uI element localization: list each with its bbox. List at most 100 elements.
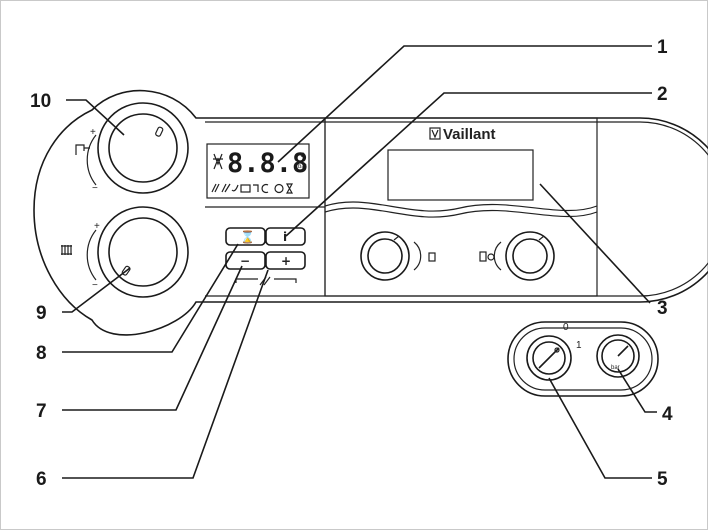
minus-button[interactable] [225,251,266,270]
switch-label-0: 0 [563,322,569,333]
callout-1: 1 [657,37,668,58]
lcd-radiator-icon [240,184,251,193]
brand-name: Vaillant [443,126,496,143]
lcd-hourglass-icon [285,183,294,194]
cover-dial-2-marker [538,235,545,241]
lcd-status-icons [211,183,294,194]
lcd-service-icon [231,184,239,192]
heating-scale-arc [86,229,97,281]
leader-7 [62,265,243,411]
cover-dial-1-marker [393,235,400,241]
callout-labels: 1 2 3 4 5 6 7 8 9 10 [30,37,673,490]
callout-9: 9 [36,303,47,324]
cover-dial-1-icon [428,252,436,262]
main-switch-knob [532,341,566,375]
cover-dial-2-icon-dot [487,253,495,261]
heating-dial-outer [97,206,189,298]
main-panel [33,89,708,336]
lower-unit-outline [507,321,659,397]
info-button[interactable] [265,227,306,246]
plus-button[interactable] [265,251,306,270]
lcd-tap-icon [253,184,259,192]
leader-8 [62,243,239,353]
cover-dial-1-arc [413,241,422,271]
heating-minus-label: − [92,280,98,291]
dhw-dial-outer [97,102,189,194]
callout-3: 3 [657,298,668,319]
dhw-dial-marker [155,126,164,137]
radiator-icon [61,245,72,255]
leader-5 [548,377,652,479]
callout-5: 5 [657,469,668,490]
dhw-minus-label: − [92,183,98,194]
lcd-timer-icon [274,183,284,194]
leader-lines [62,45,657,479]
leader-3 [539,183,651,304]
lcd-display: 8.8.8 °C bar [206,143,310,199]
cover-dial-2-arc [493,241,502,271]
mode-button[interactable] [225,227,266,246]
lcd-frame [206,143,310,199]
mode-button-label: ⌛ [240,230,255,244]
callout-6: 6 [36,469,47,490]
brand-mark-v [431,129,439,139]
plus-button-label: + [281,254,291,268]
callout-10: 10 [30,91,51,112]
lower-unit-inner [513,327,653,391]
cover-water-dial [479,231,555,281]
cover-wave-2 [324,201,598,212]
lcd-fault-icon [221,183,231,193]
hot-water-icon-group: + − [75,127,98,194]
dhw-scale-arc [86,134,97,186]
radiator-icon-group: + − [61,221,100,291]
dhw-plus-label: + [90,127,96,138]
callout-8: 8 [36,343,47,364]
minus-button-label: − [240,254,250,268]
info-button-label: i [283,230,287,244]
leader-4 [617,368,657,413]
cover-dial-2-icon [479,251,487,262]
gauge-outer [596,334,640,378]
dhw-dial-knob [108,113,178,183]
lcd-digits: 8.8.8 [227,148,308,179]
gauge-face [601,339,635,373]
lcd-unit-celsius: °C [298,153,305,159]
lcd-unit-bar: bar [298,164,307,170]
leader-2 [285,92,652,237]
brand-logo: Vaillant [429,126,496,143]
pressure-gauge: bar [596,334,640,378]
callout-7: 7 [36,401,47,422]
main-switch-outer [526,335,572,381]
leader-1 [277,45,652,163]
main-switch-marker [554,347,560,353]
heating-dial-marker [121,265,131,276]
cover-dial-1-outer [360,231,410,281]
lower-unit [507,321,659,397]
callout-2: 2 [657,84,668,105]
cover-dial-2-outer [505,231,555,281]
button-cluster: ⌛ i − + [225,227,306,286]
leader-9 [62,267,131,313]
panel-inner-rim [205,121,708,297]
dhw-temperature-dial[interactable] [97,102,189,194]
cover-dial-1-knob [367,238,403,274]
cover-wave [324,207,598,218]
heating-temperature-dial[interactable] [97,206,189,298]
leader-10 [66,99,125,136]
heating-dial-knob [108,217,178,287]
cover-heating-dial [360,231,436,281]
brand-mark [429,127,441,140]
gauge-unit: bar [611,365,620,371]
callout-4: 4 [662,404,673,425]
heating-plus-label: + [94,221,100,232]
lcd-comfort-icon [261,183,269,194]
main-switch[interactable]: 0 1 [526,322,582,381]
lcd-burner-icon [213,153,223,170]
gauge-needle [617,345,629,357]
switch-label-1: 1 [576,340,582,351]
lcd-off-icon [211,183,220,193]
cover-dial-2-knob [512,238,548,274]
cover-window [387,149,534,201]
leader-6 [62,269,269,479]
